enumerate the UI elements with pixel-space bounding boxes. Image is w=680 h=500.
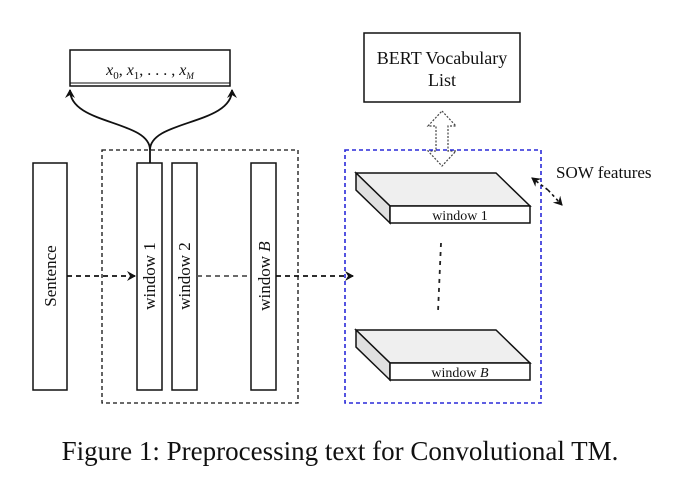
sow-features-container xyxy=(344,149,542,404)
window-b-label: window B xyxy=(255,241,274,311)
slab-window-1-label: window 1 xyxy=(432,209,488,224)
window-b-box: window B xyxy=(250,162,277,391)
output-arrows xyxy=(65,89,237,163)
bert-label-line1: BERT Vocabulary xyxy=(377,48,507,68)
ellipsis-dots xyxy=(437,242,442,313)
bidirectional-lookup-arrow xyxy=(426,110,458,167)
figure-caption: Figure 1: Preprocessing text for Convolu… xyxy=(61,436,619,466)
slab-window-b: window B xyxy=(354,328,532,382)
output-vector-label: x0, x1, . . . , xM xyxy=(105,62,194,82)
sentence-box: Sentence xyxy=(32,162,68,391)
window-1-box: window 1 xyxy=(136,162,163,391)
sow-arrow-down xyxy=(547,189,563,206)
sow-features-label: SOW features xyxy=(556,163,652,182)
sentence-label: Sentence xyxy=(41,245,60,306)
sow-arrow-up xyxy=(531,177,549,191)
bert-vocabulary-box: BERT Vocabulary List xyxy=(363,32,521,103)
slab-window-b-label: window B xyxy=(431,366,489,381)
bert-label-line2: List xyxy=(428,70,456,90)
window-2-label: window 2 xyxy=(175,242,194,310)
slab-window-1: window 1 xyxy=(354,171,532,225)
window-1-label: window 1 xyxy=(140,242,159,310)
output-vector-box: x0, x1, . . . , xM xyxy=(69,49,231,87)
window-2-box: window 2 xyxy=(171,162,198,391)
